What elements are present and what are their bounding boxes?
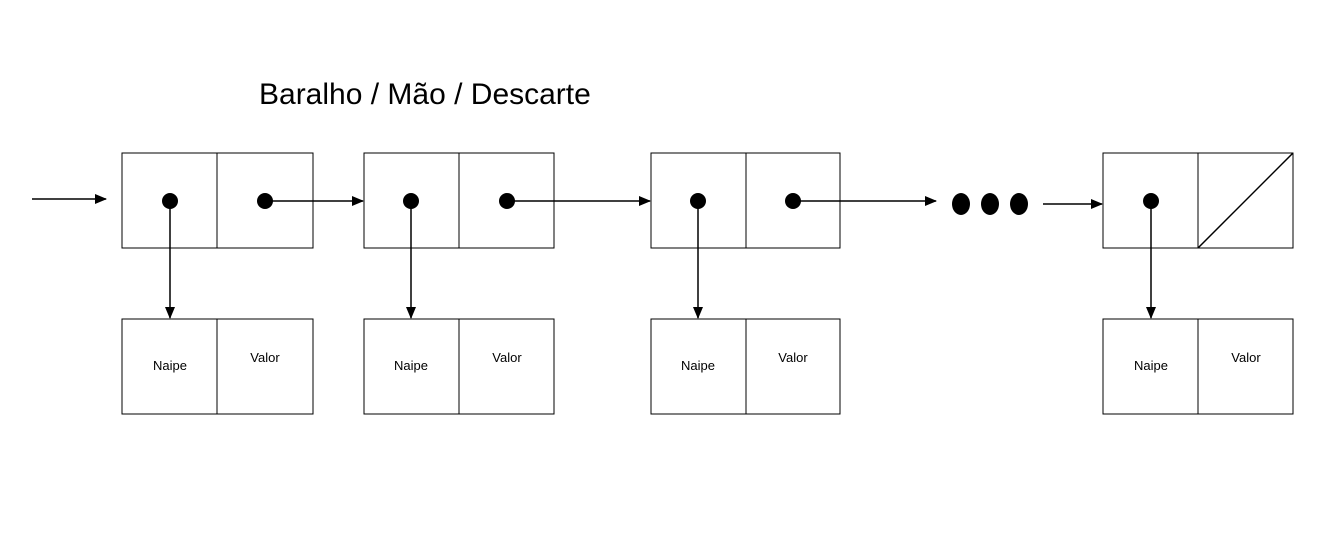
card-1-value-cell: [216, 318, 314, 415]
ellipsis-dot-1: [952, 193, 970, 215]
ellipsis-dots: [952, 193, 1028, 215]
card-3-value-cell: [745, 318, 841, 415]
card-last: Naipe Valor: [1102, 318, 1294, 415]
card-last-value-cell: [1197, 318, 1294, 415]
card-last-value-label: Valor: [1231, 350, 1261, 365]
card-last-suit-cell: [1102, 318, 1199, 415]
card-2-value-label: Valor: [492, 350, 522, 365]
ellipsis-dot-2: [981, 193, 999, 215]
card-last-suit-label: Naipe: [1134, 358, 1168, 373]
card-3-value-label: Valor: [778, 350, 808, 365]
ellipsis-dot-3: [1010, 193, 1028, 215]
card-3-suit-cell: [650, 318, 747, 415]
card-1-suit-cell: [121, 318, 218, 415]
card-3-suit-label: Naipe: [681, 358, 715, 373]
card-1: Naipe Valor: [121, 318, 314, 415]
card-3: Naipe Valor: [650, 318, 841, 415]
card-1-value-label: Valor: [250, 350, 280, 365]
diagram-title: Baralho / Mão / Descarte: [259, 78, 591, 111]
card-2-suit-cell: [363, 318, 460, 415]
card-2: Naipe Valor: [363, 318, 555, 415]
card-1-suit-label: Naipe: [153, 358, 187, 373]
list-node-last: [1102, 152, 1294, 249]
card-2-value-cell: [458, 318, 555, 415]
card-2-suit-label: Naipe: [394, 358, 428, 373]
null-pointer-slash: [1197, 152, 1294, 249]
